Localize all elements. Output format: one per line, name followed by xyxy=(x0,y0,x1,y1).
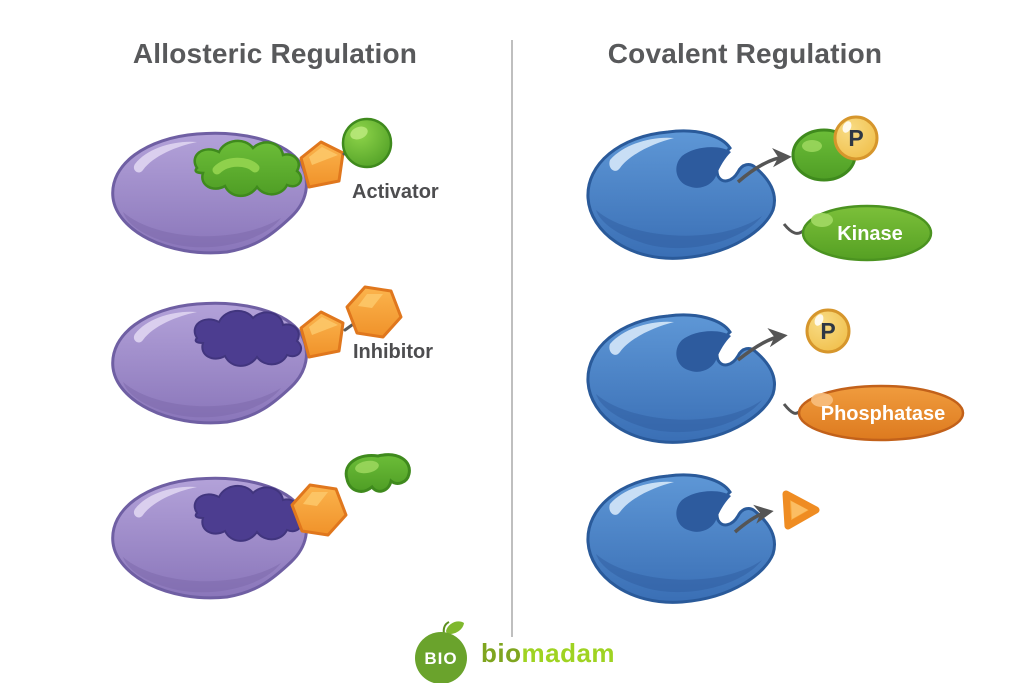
allosteric-row-blocked xyxy=(111,453,411,600)
covalent-row-product xyxy=(586,473,820,604)
product-triangle-icon xyxy=(782,490,820,530)
enzyme-blue-shape xyxy=(586,129,776,260)
inhibitor-label: Inhibitor xyxy=(353,341,433,363)
substrate-green-shape xyxy=(193,139,303,198)
enzyme-highlight xyxy=(609,481,674,515)
activator-label: Activator xyxy=(352,181,439,203)
brand-name-bio: bio xyxy=(481,638,522,668)
release-arrow-icon xyxy=(733,504,774,534)
regulator-pentagon-icon xyxy=(299,310,345,359)
allosteric-row-activator: Activator xyxy=(111,117,439,255)
enzyme-blue-shape xyxy=(586,313,776,444)
phosphatase-oval: Phosphatase xyxy=(797,384,965,442)
covalent-row-phosphatase: P Phosphatase xyxy=(586,308,965,444)
enzyme-highlight xyxy=(609,137,674,171)
kinase-label: Kinase xyxy=(837,223,903,245)
phosphatase-label: Phosphatase xyxy=(821,403,945,425)
active-site-pocket xyxy=(676,331,731,372)
brand-name: biomadam xyxy=(481,625,615,681)
connector-line xyxy=(782,223,806,235)
bond-line xyxy=(343,323,354,332)
allosteric-row-inhibitor: Inhibitor xyxy=(111,285,433,425)
phosphorylation-arrow-icon xyxy=(736,148,792,184)
phosphate-badge-icon: P xyxy=(805,308,851,354)
regulator-pentagon-icon xyxy=(299,140,345,189)
phosphate-badge-icon: P xyxy=(833,115,879,161)
activator-sphere-icon xyxy=(341,117,393,169)
brand-name-madam: madam xyxy=(521,638,616,668)
bio-badge-icon: BIO xyxy=(415,621,467,683)
enzyme-highlight xyxy=(133,311,197,343)
enzyme-blue-shape xyxy=(586,473,776,604)
covalent-row-kinase: P Kinase xyxy=(586,115,933,262)
allosteric-title: Allosteric Regulation xyxy=(132,38,418,69)
active-site-pocket xyxy=(676,147,731,188)
divider-line xyxy=(511,40,513,637)
inhibitor-hexagon-icon xyxy=(290,483,348,537)
phosphate-letter: P xyxy=(848,125,863,151)
brand-logo: BIO biomadam xyxy=(413,621,615,683)
active-site-pocket xyxy=(676,491,731,532)
bio-badge-text: BIO xyxy=(424,649,457,668)
phosphate-letter: P xyxy=(820,318,835,344)
active-site-distorted-shape xyxy=(193,310,302,367)
dephosphorylation-arrow-icon xyxy=(736,328,788,362)
kinase-oval: Kinase xyxy=(801,204,933,262)
inhibitor-hexagon-icon xyxy=(345,285,403,339)
enzyme-highlight xyxy=(133,141,197,173)
enzyme-highlight xyxy=(133,486,197,518)
covalent-title: Covalent Regulation xyxy=(607,38,883,69)
enzyme-highlight xyxy=(609,321,674,355)
rejected-substrate-shape xyxy=(344,453,411,493)
